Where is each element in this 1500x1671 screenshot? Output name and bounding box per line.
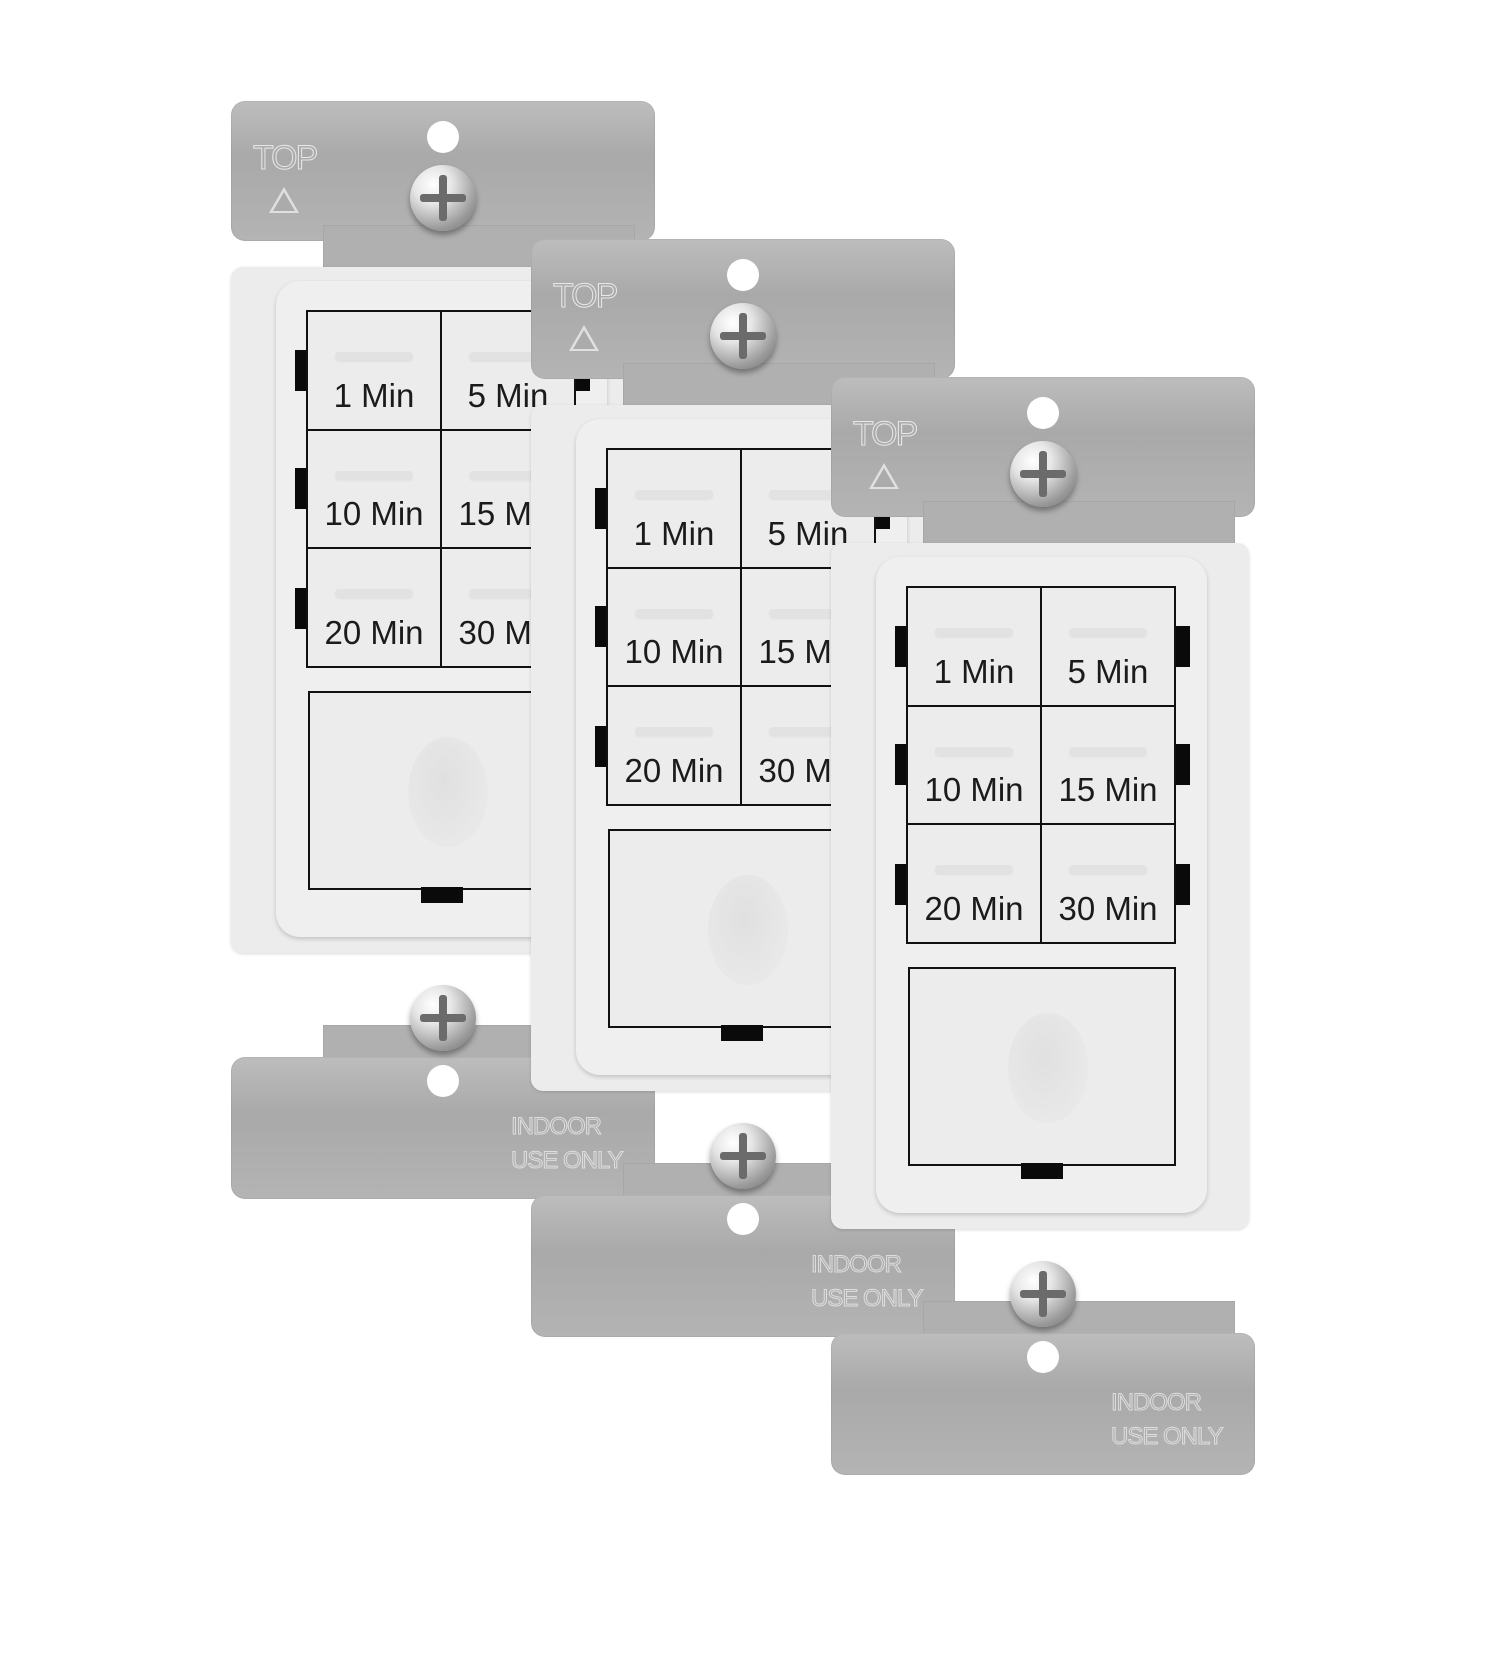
- on-off-button[interactable]: [908, 967, 1176, 1166]
- screw-icon: [1010, 441, 1076, 507]
- key-10-min[interactable]: 10 Min: [908, 706, 1040, 824]
- button-dimple: [1008, 1013, 1088, 1123]
- screw-icon: [410, 165, 476, 231]
- triangle-up-icon: [569, 325, 599, 351]
- indicator-tab: [721, 1025, 763, 1041]
- timer-keypad: 1 Min 5 Min 10 Min 15 Min 20 Min 30 Min: [906, 586, 1176, 944]
- key-10-min[interactable]: 10 Min: [608, 568, 740, 686]
- key-20-min[interactable]: 20 Min: [308, 549, 440, 666]
- screw-icon: [1010, 1261, 1076, 1327]
- key-10-min[interactable]: 10 Min: [308, 430, 440, 548]
- button-dimple: [408, 737, 488, 847]
- mounting-hole: [427, 121, 459, 153]
- key-20-min[interactable]: 20 Min: [608, 687, 740, 804]
- top-label: TOP: [552, 277, 618, 316]
- indicator-tab: [1174, 864, 1190, 905]
- screw-icon: [410, 985, 476, 1051]
- screw-icon: [710, 303, 776, 369]
- key-5-min[interactable]: 5 Min: [1042, 588, 1174, 705]
- indicator-tab: [1021, 1163, 1063, 1179]
- button-dimple: [708, 875, 788, 985]
- top-label: TOP: [852, 415, 918, 454]
- key-20-min[interactable]: 20 Min: [908, 825, 1040, 942]
- mounting-hole: [1027, 1341, 1059, 1373]
- indicator-tab: [421, 887, 463, 903]
- triangle-up-icon: [869, 463, 899, 489]
- mounting-hole: [727, 259, 759, 291]
- indicator-tab: [1174, 744, 1190, 785]
- key-15-min[interactable]: 15 Min: [1042, 706, 1174, 824]
- key-1-min[interactable]: 1 Min: [908, 588, 1040, 705]
- mounting-hole: [727, 1203, 759, 1235]
- mounting-hole: [1027, 397, 1059, 429]
- screw-icon: [710, 1123, 776, 1189]
- indicator-tab: [1174, 626, 1190, 667]
- key-30-min[interactable]: 30 Min: [1042, 825, 1174, 942]
- key-1-min[interactable]: 1 Min: [308, 312, 440, 429]
- mounting-hole: [427, 1065, 459, 1097]
- triangle-up-icon: [269, 187, 299, 213]
- top-label: TOP: [252, 139, 318, 178]
- key-1-min[interactable]: 1 Min: [608, 450, 740, 567]
